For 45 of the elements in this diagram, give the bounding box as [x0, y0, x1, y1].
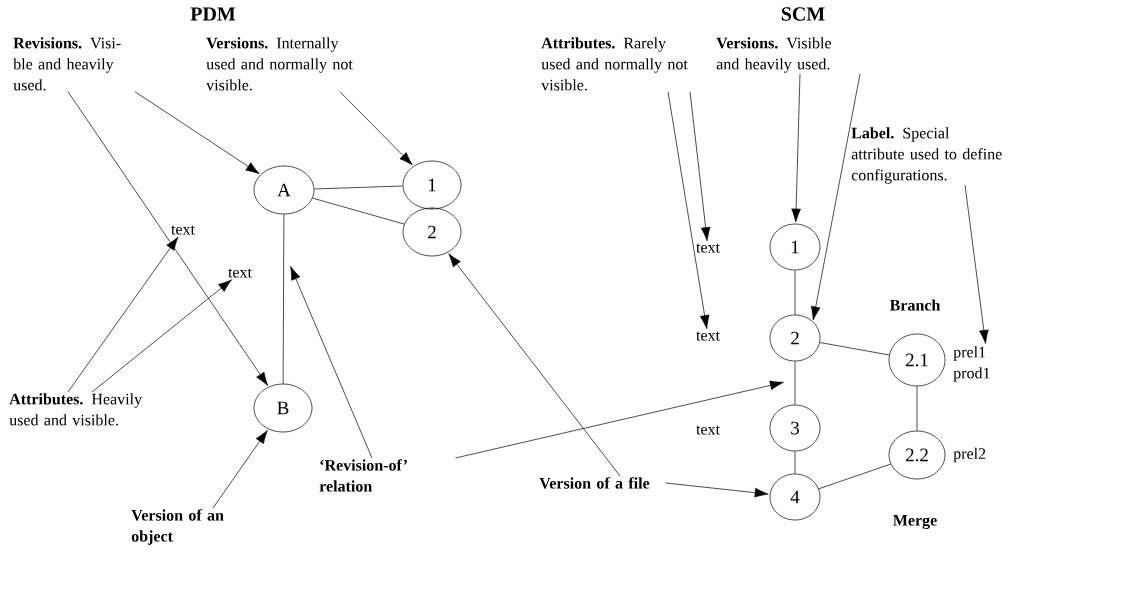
arrow: [665, 482, 769, 498]
label-text: Branch: [889, 299, 941, 311]
attribute-text: text: [228, 268, 252, 278]
heading: PDM: [190, 7, 236, 21]
label-text: prel2: [953, 447, 986, 463]
annotation-text: Versions. Internally used and normally not visible.: [206, 37, 353, 91]
arrow: [212, 430, 268, 509]
annotation-text: Versions. Visible and heavily used.: [716, 37, 831, 73]
label-text: text: [696, 425, 720, 435]
arrow: [67, 236, 179, 393]
arrow: [67, 91, 269, 386]
connector-line: [794, 270, 796, 315]
annotation-text: ‘Revision-of’ relation: [319, 459, 407, 492]
arrow: [290, 266, 373, 459]
attribute-text: text: [696, 243, 720, 253]
annotation-text: Version of a file: [539, 477, 650, 489]
heading: SCM: [781, 7, 825, 21]
arrow: [689, 91, 711, 241]
connector-line: [431, 207, 433, 210]
label-text: prel1 prod1: [953, 346, 990, 382]
annotation-text: Version of an object: [131, 509, 224, 545]
connector-line: [313, 185, 404, 190]
annotation-text: Revisions. Visi-ble and heavily used.: [13, 37, 121, 91]
annotation-text: Label. Special attribute used to define configurations.: [851, 127, 1002, 184]
connector-line: [819, 342, 890, 356]
annotation-text: Attributes. Heavily used and visible.: [9, 393, 142, 426]
connector-line: [794, 451, 796, 474]
arrow: [91, 279, 232, 393]
arrow: [667, 91, 710, 329]
connector-line: [916, 386, 918, 431]
label-text: Merge: [893, 515, 937, 529]
arrow: [134, 91, 260, 174]
attribute-text: text: [171, 225, 195, 235]
arrow: [964, 184, 989, 344]
connector-line: [312, 197, 405, 225]
connector-line: [282, 214, 285, 384]
arrow: [810, 73, 861, 321]
connector-line: [794, 361, 796, 405]
connector-line: [818, 463, 892, 490]
arrow: [339, 91, 413, 166]
arrow: [791, 73, 801, 223]
arrow: [448, 253, 621, 477]
annotation-text: Attributes. Rarely used and normally not visible.: [541, 37, 688, 91]
attribute-text: text: [696, 331, 720, 341]
arrow: [455, 380, 784, 459]
